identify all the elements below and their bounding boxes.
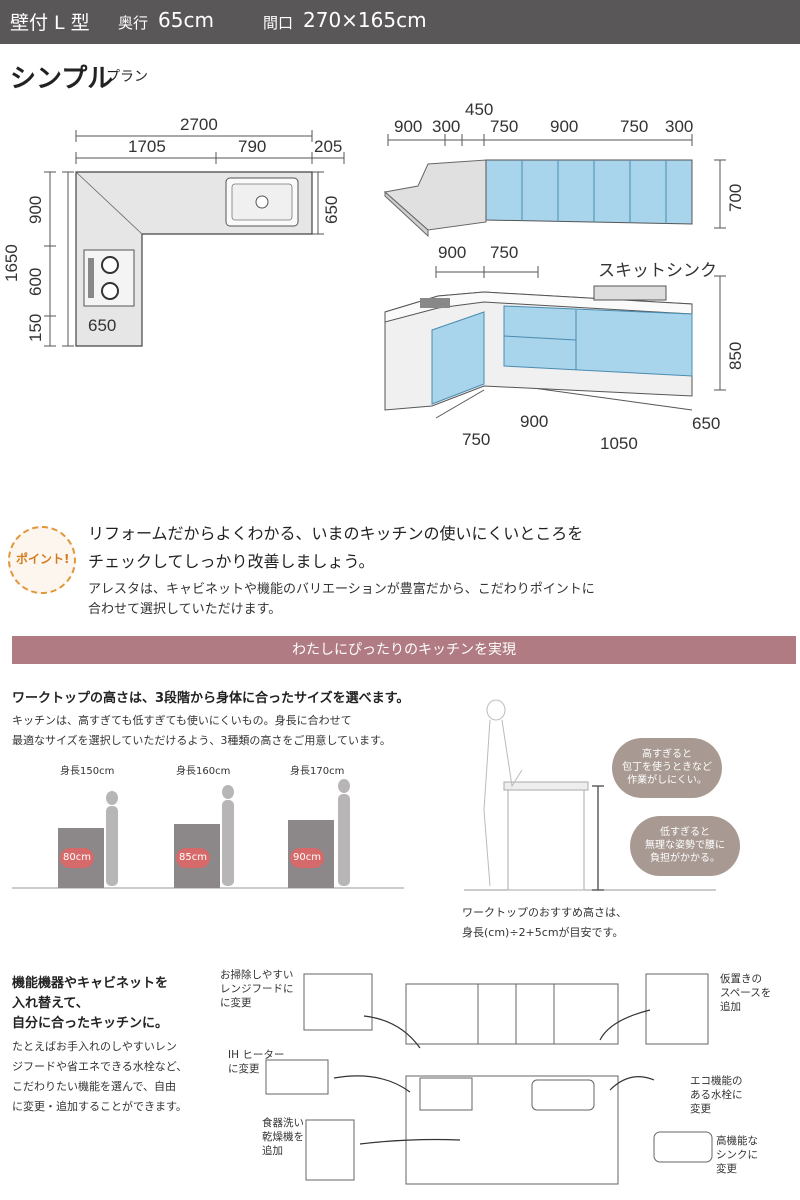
callout-shelf: 仮置きの スペースを 追加 [720,973,772,1013]
elev-dim-7: 300 [665,117,694,136]
elev-dim-4: 750 [490,117,519,136]
elevation-diagram [383,134,726,419]
kitchen-type: 壁付 L 型 [10,12,90,34]
dim-bottom-width: 650 [88,316,117,335]
option-1-counter: 80cm [60,848,94,868]
elev-dim-1: 900 [394,117,423,136]
dim-sink-width: 790 [238,137,267,156]
callout-sink: 高機能な シンクに 変更 [716,1135,758,1175]
frontage-label: 間口 [263,14,294,32]
elev-lower-height: 850 [726,341,745,370]
equipment-text-1: たとえばお手入れのしやすいレン [12,1040,177,1053]
equipment-illustration [265,973,713,1185]
elev-bottom-dim-1: 750 [462,430,491,449]
elev-dim-5: 900 [550,117,579,136]
recommend-text-1: ワークトップのおすすめ高さは、 [462,906,627,919]
section-band: わたしにぴったりのキッチンを実現 [12,636,796,664]
bubble-too-low-text: 低すぎると 無理な姿勢で腰に 負担がかかる。 [645,827,725,864]
elev-bottom-dim-2: 900 [520,412,549,431]
callout-range-hood: お掃除しやすい レンジフードに に変更 [220,969,294,1009]
elev-upper-height: 700 [726,183,745,212]
dim-total-width: 2700 [180,115,218,134]
dim-stove-area: 600 [26,267,45,296]
dim-left-width: 1705 [128,137,166,156]
dim-total-height: 1650 [2,244,21,282]
dim-bottom-left: 150 [26,313,45,342]
elev-lower-dim-1: 900 [438,243,467,262]
recommend-text-2: 身長(cm)÷2+5cmが目安です。 [462,926,624,939]
dim-depth-right: 650 [322,195,341,224]
elev-bottom-dim-4: 650 [692,414,721,433]
sink-label: スキットシンク [598,261,717,280]
elev-dim-6: 750 [620,117,649,136]
point-headline-1: リフォームだからよくわかる、いまのキッチンの使いにくいところを [88,524,584,543]
equipment-text-3: こだわりたい機能を選んで、自由 [12,1080,177,1093]
equipment-heading-1: 機能機器やキャビネットを [12,976,169,991]
bubble-too-high: 高すぎると 包丁を使うときなど 作業がしにくい。 [612,738,722,798]
callout-dishwasher: 食器洗い 乾燥機を 追加 [262,1117,304,1157]
dim-right-end: 205 [314,137,343,156]
bubble-too-high-text: 高すぎると 包丁を使うときなど 作業がしにくい。 [622,749,712,786]
header-bar: 壁付 L 型 奥行 65cm 間口 270×165cm [0,0,800,44]
equipment-heading-2: 入れ替えて、 [12,996,89,1011]
dim-upper-left: 900 [26,195,45,224]
height-options-illustration [12,779,404,889]
option-1-height: 身長150cm [60,766,115,777]
worktop-heading: ワークトップの高さは、3段階から身体に合ったサイズを選べます。 [12,691,410,706]
posture-illustration [464,699,716,891]
depth-label: 奥行 [118,14,149,32]
frontage-value: 270×165cm [303,8,427,32]
option-2-counter: 85cm [176,848,210,868]
depth-value: 65cm [158,8,214,32]
point-headline-2: チェックしてしっかり改善しましょう。 [88,552,375,571]
worktop-text-1: キッチンは、高すぎても低すぎても使いにくいもの。身長に合わせて [12,714,352,727]
point-body-2: 合わせて選択していただけます。 [88,602,282,617]
point-body-1: アレスタは、キャビネットや機能のバリエーションが豊富だから、こだわりポイントに [88,582,595,597]
equipment-text-4: に変更・追加することができます。 [12,1100,187,1113]
elev-bottom-dim-3: 1050 [600,434,638,453]
point-badge-label: ポイント! [16,552,70,566]
point-badge: ポイント! [8,526,76,594]
bubble-too-low: 低すぎると 無理な姿勢で腰に 負担がかかる。 [630,816,740,876]
plan-title: シンプル [10,64,114,94]
floor-plan-diagram [44,130,345,347]
option-3-counter: 90cm [290,848,324,868]
worktop-text-2: 最適なサイズを選択していただけるよう、3種類の高さをご用意しています。 [12,734,391,747]
equipment-heading-3: 自分に合ったキッチンに。 [12,1016,169,1031]
plan-subtitle: プラン [106,69,148,85]
option-3-height: 身長170cm [290,766,345,777]
elev-lower-dim-2: 750 [490,243,519,262]
elev-dim-3: 450 [465,100,494,119]
elev-dim-2: 300 [432,117,461,136]
option-2-height: 身長160cm [176,766,231,777]
equipment-text-2: ジフードや省エネできる水栓など、 [12,1060,188,1073]
callout-faucet: エコ機能の ある水栓に 変更 [690,1075,743,1115]
callout-ih-heater: IH ヒーター に変更 [228,1049,285,1075]
